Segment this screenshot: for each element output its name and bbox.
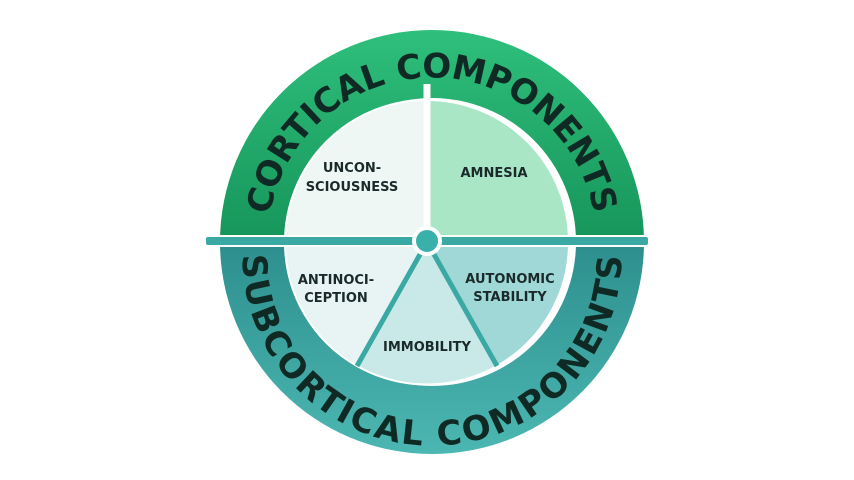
segment-antinociception bbox=[283, 241, 429, 368]
autonomic-stability-label-line2: STABILITY bbox=[473, 290, 547, 305]
unconsciousness-label-line1: UNCON- bbox=[323, 161, 381, 176]
antinociception-label-line1: ANTINOCI- bbox=[298, 273, 374, 288]
center-dot bbox=[412, 226, 442, 256]
segment-unconsciousness bbox=[283, 98, 428, 243]
immobility-label: IMMOBILITY bbox=[383, 340, 471, 355]
divider-lower-right bbox=[424, 240, 500, 368]
divider-lower-left bbox=[354, 240, 430, 368]
segment-autonomic-stability bbox=[425, 241, 571, 368]
segment-amnesia bbox=[426, 98, 571, 243]
subcortical-ring bbox=[220, 242, 644, 454]
autonomic-stability-label-line1: AUTONOMIC bbox=[465, 272, 554, 287]
antinociception-label-line2: CEPTION bbox=[304, 291, 368, 306]
amnesia-label: AMNESIA bbox=[460, 166, 527, 181]
cortical-ring bbox=[220, 30, 644, 242]
segment-immobility bbox=[355, 239, 499, 386]
unconsciousness-label-line2: SCIOUSNESS bbox=[306, 180, 399, 195]
